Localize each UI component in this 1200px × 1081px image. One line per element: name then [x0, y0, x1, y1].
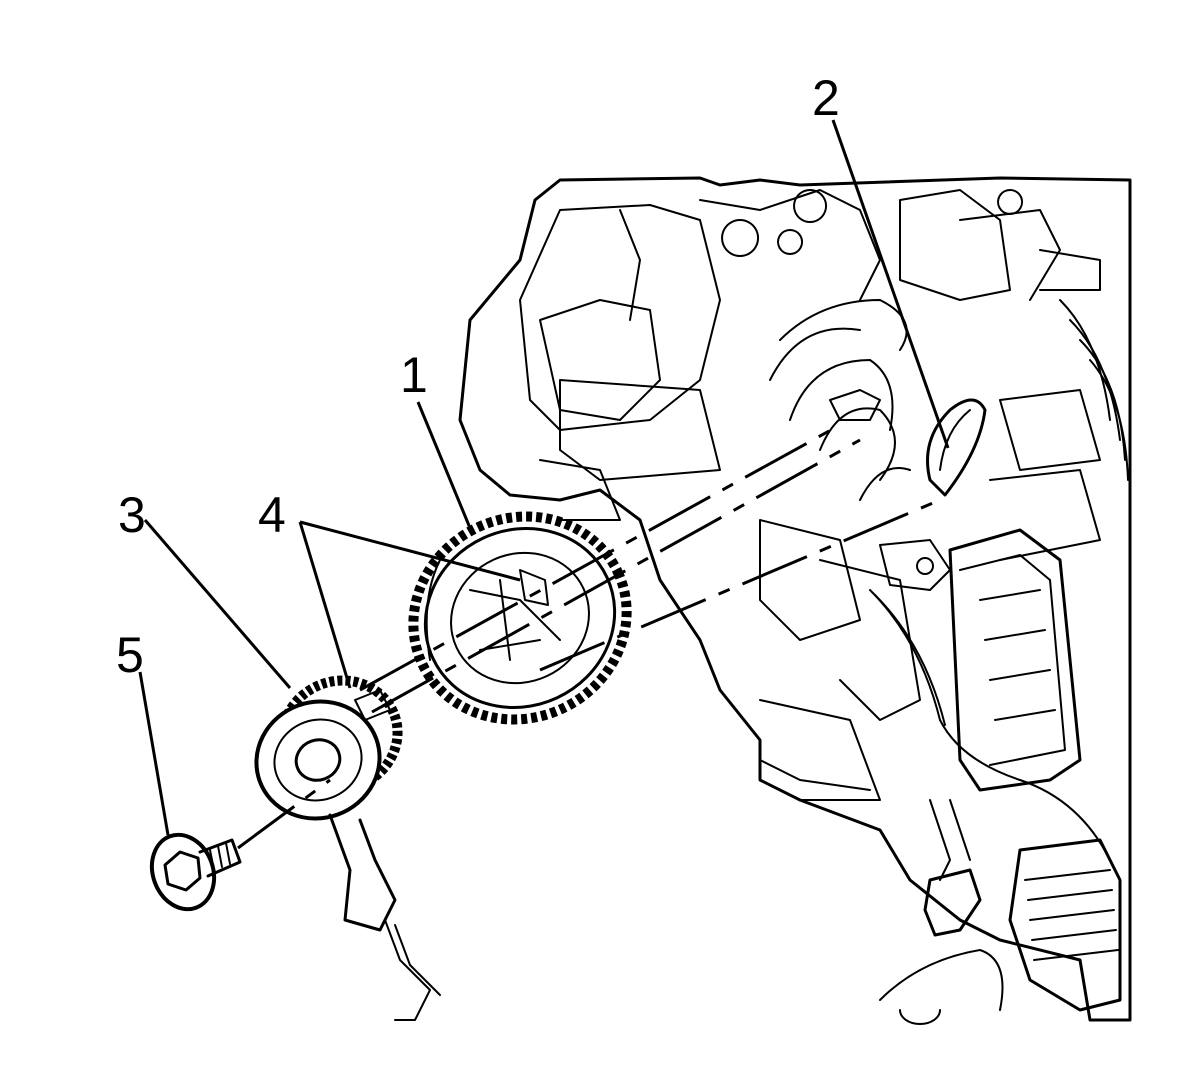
alignment-lines [237, 423, 941, 850]
actuator-small-gear [254, 675, 441, 1021]
leader-1 [416, 401, 472, 529]
leader-2 [831, 119, 950, 449]
callout-1: 1 [400, 347, 428, 403]
large-gear [408, 511, 632, 725]
bolt [149, 832, 242, 912]
leader-4b [298, 521, 352, 689]
hvac-housing [458, 176, 1132, 1025]
callout-2: 2 [812, 70, 840, 126]
callout-3: 3 [118, 487, 146, 543]
leader-4a [299, 520, 521, 582]
callout-5: 5 [116, 627, 144, 683]
leader-lines [138, 119, 950, 836]
leader-3 [143, 519, 292, 689]
callout-4: 4 [258, 487, 286, 543]
leader-5 [138, 671, 170, 836]
callout-labels: 1 2 3 4 5 [116, 70, 840, 683]
